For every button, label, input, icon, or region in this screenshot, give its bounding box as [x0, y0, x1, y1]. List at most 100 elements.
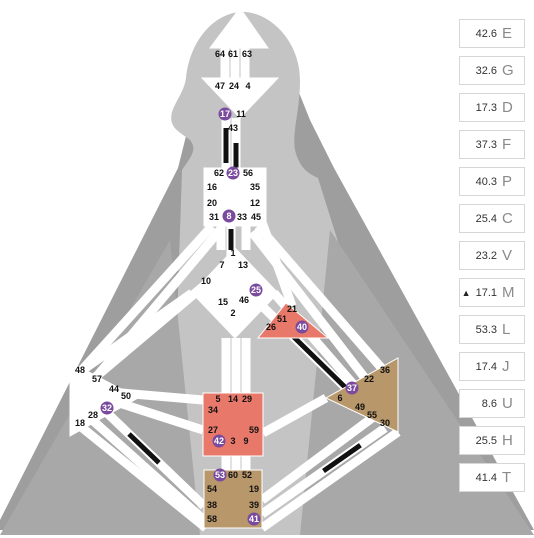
gate-number[interactable]: 9 [243, 436, 248, 446]
gate-number[interactable]: 5 [215, 394, 220, 404]
legend-value: 42.6 [475, 27, 497, 40]
gate-number[interactable]: 11 [236, 109, 246, 119]
gate-number[interactable]: 44 [109, 384, 119, 394]
gate-number[interactable]: 43 [228, 123, 238, 133]
gate-number[interactable]: 29 [242, 394, 252, 404]
gate-number[interactable]: 26 [266, 322, 276, 332]
legend-letter: U [502, 395, 513, 412]
gate-number[interactable]: 53 [215, 470, 225, 480]
gate-activation-marker [295, 320, 309, 334]
gate-number[interactable]: 23 [228, 168, 238, 178]
gate-number[interactable]: 20 [207, 198, 217, 208]
legend-value: 17.3 [475, 101, 497, 114]
gate-number[interactable]: 42 [214, 436, 224, 446]
gate-number[interactable]: 3 [230, 436, 235, 446]
channel-band [77, 289, 195, 376]
gate-number[interactable]: 59 [249, 425, 259, 435]
gate-number[interactable]: 38 [207, 500, 217, 510]
head-center[interactable] [209, 7, 269, 49]
gate-number[interactable]: 48 [75, 365, 85, 375]
gate-number[interactable]: 19 [249, 484, 259, 494]
gate-number[interactable]: 4 [245, 81, 250, 91]
gate-number[interactable]: 34 [208, 405, 218, 415]
gate-number[interactable]: 60 [228, 470, 238, 480]
gate-number[interactable]: 49 [355, 402, 365, 412]
gate-number[interactable]: 7 [219, 260, 224, 270]
legend-row[interactable]: 32.6 G [459, 56, 525, 85]
gate-number[interactable]: 14 [228, 394, 238, 404]
gate-activation-marker [218, 107, 232, 121]
legend-value: 23.2 [475, 249, 497, 262]
gate-number[interactable]: 8 [226, 211, 231, 221]
ajna-center[interactable] [200, 77, 280, 119]
gate-number[interactable]: 58 [207, 514, 217, 524]
gate-number[interactable]: 36 [380, 365, 390, 375]
gate-number[interactable]: 27 [208, 425, 218, 435]
gate-number[interactable]: 39 [249, 500, 259, 510]
gate-number[interactable]: 16 [207, 182, 217, 192]
gate-number[interactable]: 13 [238, 260, 248, 270]
gate-number[interactable]: 63 [242, 49, 252, 59]
gate-number[interactable]: 46 [239, 295, 249, 305]
gate-number[interactable]: 50 [121, 391, 131, 401]
gate-number[interactable]: 62 [214, 168, 224, 178]
gate-number[interactable]: 47 [215, 81, 225, 91]
spleen-center[interactable] [69, 361, 140, 437]
channel-band [259, 414, 375, 504]
gate-number[interactable]: 55 [367, 410, 377, 420]
gate-number[interactable]: 61 [228, 49, 238, 59]
legend-letter: F [502, 136, 512, 153]
gate-number[interactable]: 2 [230, 308, 235, 318]
legend-value: 32.6 [475, 64, 497, 77]
legend-letter: G [502, 62, 514, 79]
gate-number[interactable]: 52 [242, 470, 252, 480]
sacral-center[interactable] [202, 392, 264, 457]
gate-number[interactable]: 25 [251, 285, 261, 295]
legend-value: 40.3 [475, 175, 497, 188]
legend-letter: V [502, 247, 513, 264]
gate-number[interactable]: 45 [251, 212, 261, 222]
gate-number[interactable]: 40 [297, 322, 307, 332]
gate-number[interactable]: 18 [75, 418, 85, 428]
gate-number[interactable]: 33 [237, 212, 247, 222]
heart-center[interactable] [256, 302, 330, 339]
g-center[interactable] [191, 247, 279, 339]
gate-number[interactable]: 28 [88, 410, 98, 420]
gate-number[interactable]: 24 [229, 81, 239, 91]
gate-number[interactable]: 64 [215, 49, 225, 59]
gate-number[interactable]: 57 [92, 374, 102, 384]
legend-row[interactable]: 23.2 V [459, 241, 525, 270]
gate-number[interactable]: 15 [218, 297, 228, 307]
solar-plexus-center[interactable] [324, 357, 399, 433]
gate-number[interactable]: 30 [380, 418, 390, 428]
gate-number[interactable]: 1 [230, 248, 235, 258]
gate-number[interactable]: 31 [209, 212, 219, 222]
gate-activation-marker [213, 468, 227, 482]
gate-number[interactable]: 17 [220, 109, 230, 119]
gate-number[interactable]: 10 [201, 276, 211, 286]
gate-number[interactable]: 35 [250, 182, 260, 192]
gate-number[interactable]: 51 [277, 314, 287, 324]
gate-number[interactable]: 41 [249, 514, 259, 524]
gate-number[interactable]: 12 [250, 198, 260, 208]
gate-number[interactable]: 6 [337, 393, 342, 403]
legend-letter: M [502, 284, 515, 301]
gate-number[interactable]: 32 [102, 403, 112, 413]
gate-activation-marker [212, 434, 226, 448]
gate-number[interactable]: 54 [207, 484, 217, 494]
gate-number[interactable]: 22 [364, 374, 374, 384]
gate-number[interactable]: 21 [287, 304, 297, 314]
gate-number[interactable]: 56 [243, 168, 253, 178]
gate-number[interactable]: 37 [347, 383, 357, 393]
